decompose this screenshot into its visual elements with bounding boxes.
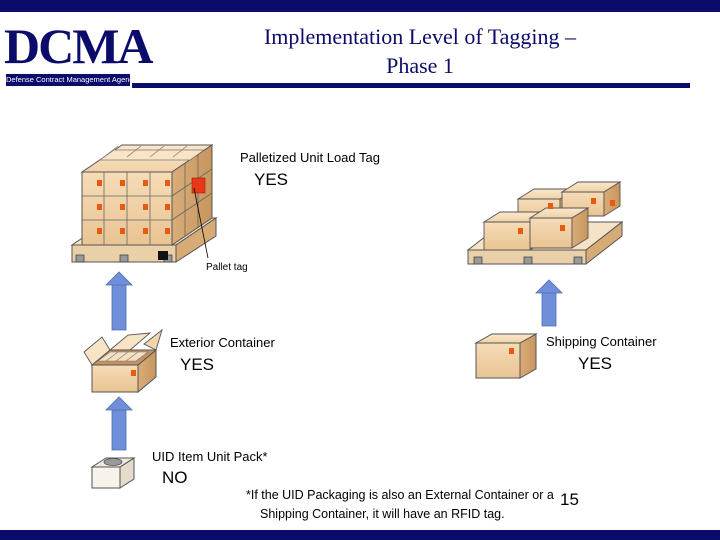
dcma-logo: DCMA Defense Contract Management Agency: [4, 18, 154, 90]
logo-subtitle: Defense Contract Management Agency: [6, 74, 137, 86]
footnote-line-1: *If the UID Packaging is also an Externa…: [246, 488, 554, 502]
title-line-1: Implementation Level of Tagging –: [263, 24, 577, 49]
arrow-up-icon: [105, 271, 133, 286]
unit-load-answer: YES: [254, 170, 289, 189]
exterior-container-label: Exterior Container: [170, 335, 275, 350]
bottom-bar: [0, 530, 720, 540]
logo-wordmark: DCMA: [4, 18, 154, 74]
pallet-tag-label: Pallet tag: [206, 262, 248, 273]
uid-item-unit-pack-answer: NO: [162, 468, 188, 487]
unit-load-tag-icon: [191, 177, 206, 194]
top-bar: [0, 0, 720, 12]
title-rule: [132, 83, 690, 88]
pallet-tag-icon: [158, 251, 168, 260]
arrow-up-icon-2: [105, 396, 133, 411]
title-line-2: Phase 1: [386, 53, 454, 78]
exterior-container-answer: YES: [180, 355, 215, 374]
page-number: 15: [560, 490, 579, 509]
arrow-shaft-left-lower: [111, 409, 127, 451]
arrow-shaft-left-upper: [111, 284, 127, 331]
uid-item-unit-pack-label: UID Item Unit Pack*: [152, 449, 268, 464]
unit-load-tag-label: Palletized Unit Load Tag: [240, 150, 380, 165]
arrow-shaft-right: [541, 292, 557, 327]
shipping-pallet-icon: [466, 181, 624, 266]
exterior-container-icon: [83, 328, 163, 394]
uid-item-unit-pack-icon: [90, 457, 136, 489]
arrow-up-icon-3: [535, 279, 563, 294]
palletized-unit-load-icon: [70, 144, 218, 263]
slide-title: Implementation Level of Tagging – Phase …: [170, 22, 670, 80]
footnote-line-2: Shipping Container, it will have an RFID…: [260, 507, 505, 521]
shipping-container-label: Shipping Container: [546, 334, 657, 349]
shipping-container-answer: YES: [578, 354, 613, 373]
shipping-container-icon: [474, 333, 538, 379]
